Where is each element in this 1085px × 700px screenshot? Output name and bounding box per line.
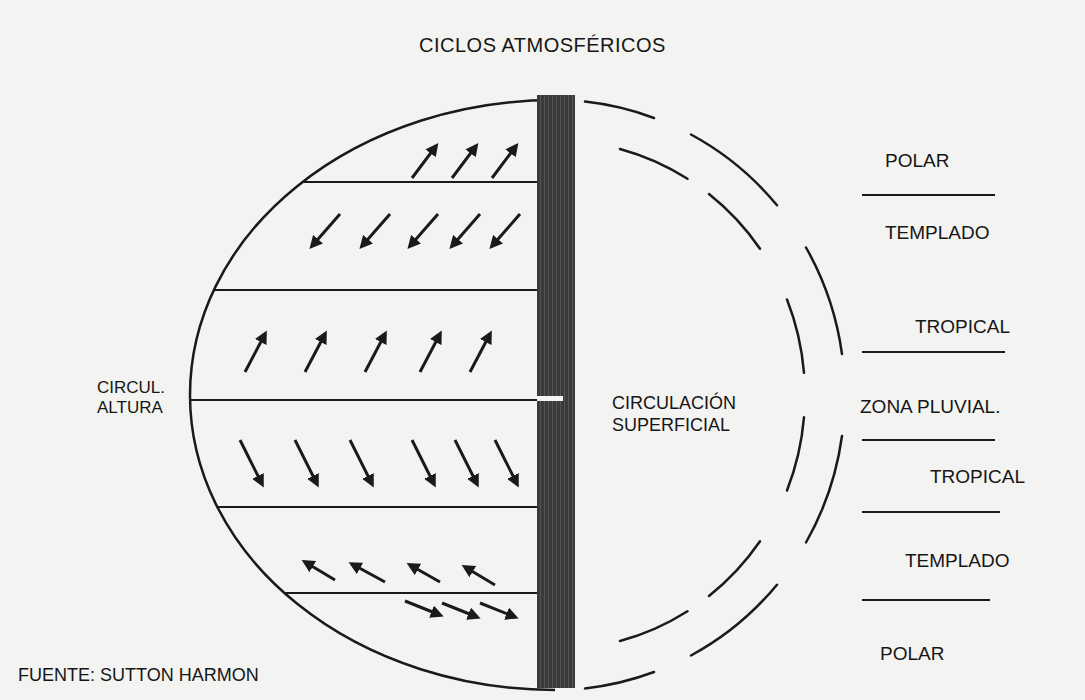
band-line: [302, 181, 537, 183]
wind-arrow: [350, 440, 372, 484]
zone-label: TEMPLADO: [885, 222, 1055, 245]
zone-label: POLAR: [880, 643, 1040, 666]
zone-line: [862, 439, 995, 441]
wind-arrow: [405, 601, 440, 615]
flow-arc: [691, 135, 777, 206]
wind-arrow: [455, 440, 477, 484]
flow-arc: [709, 541, 760, 596]
zone-line: [862, 599, 990, 601]
zone-label: ZONA PLUVIAL.: [860, 396, 1060, 419]
globe-outline: [190, 100, 555, 690]
wind-arrow: [410, 214, 438, 246]
zone-line: [862, 194, 995, 196]
wind-arrow: [442, 603, 477, 617]
region-label: CIRCULACIÓN SUPERFICIAL: [612, 393, 802, 436]
wind-arrow: [452, 146, 476, 178]
flow-arc: [787, 300, 804, 373]
zone-line: [862, 351, 1005, 353]
wind-arrow: [492, 214, 520, 246]
zone-label: TROPICAL: [930, 466, 1080, 489]
wind-arrow: [365, 334, 385, 372]
wind-arrow: [240, 440, 262, 484]
wind-arrow: [465, 567, 495, 585]
wind-arrow: [412, 146, 436, 178]
wind-arrow: [492, 146, 516, 178]
flow-arc: [585, 672, 654, 688]
flow-arc: [806, 248, 842, 355]
wind-arrow: [362, 214, 390, 246]
flow-arc: [806, 436, 842, 543]
zone-label: POLAR: [885, 150, 1045, 173]
band-line: [190, 399, 537, 401]
axis-bar: [537, 95, 575, 688]
band-line: [217, 506, 537, 508]
wind-arrow: [495, 440, 517, 484]
zone-line: [862, 511, 1000, 513]
wind-arrow: [412, 440, 434, 484]
wind-arrow: [312, 214, 340, 246]
wind-arrow: [305, 334, 325, 372]
flow-arc: [620, 149, 688, 179]
wind-arrow: [245, 334, 265, 372]
source-note: FUENTE: SUTTON HARMON: [18, 665, 378, 687]
band-line: [285, 592, 537, 594]
wind-arrow: [352, 564, 385, 582]
zone-label: TROPICAL: [915, 316, 1075, 339]
wind-arrow: [420, 334, 440, 372]
flow-arc: [691, 585, 777, 656]
wind-arrow: [452, 214, 480, 246]
flow-arc: [620, 611, 688, 641]
wind-arrow: [410, 565, 440, 582]
region-label: CIRCUL. ALTURA: [97, 378, 185, 419]
wind-arrow: [480, 603, 515, 617]
band-line: [214, 289, 537, 291]
zone-label: TEMPLADO: [905, 550, 1075, 573]
flow-arc: [585, 102, 654, 118]
wind-arrow: [305, 562, 335, 580]
wind-arrow: [295, 440, 317, 484]
flow-arc: [787, 417, 804, 490]
flow-arc: [709, 194, 760, 249]
wind-arrow: [470, 334, 490, 372]
diagram-title: CICLOS ATMOSFÉRICOS: [0, 34, 1085, 57]
axis-notch: [537, 396, 563, 401]
